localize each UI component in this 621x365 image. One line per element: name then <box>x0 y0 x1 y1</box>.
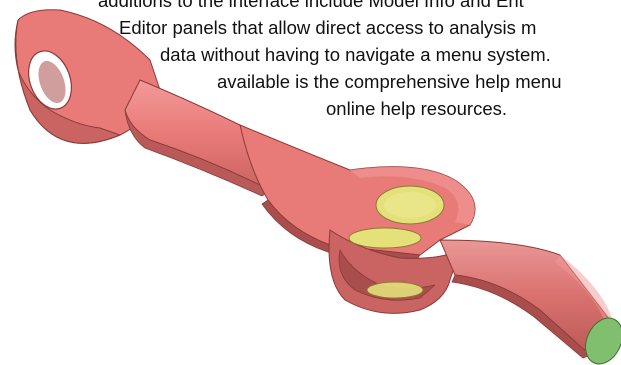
rod-end-face <box>585 317 621 365</box>
caption-line-5: online help resources. <box>326 98 507 119</box>
right-rod <box>439 239 612 359</box>
caption-line-3: data without having to navigate a menu s… <box>160 44 551 65</box>
caption-line-1: additions to the interface include Model… <box>98 0 524 11</box>
caption-line-2: Editor panels that allow direct access t… <box>119 17 537 38</box>
caption-line-4: available is the comprehensive help menu <box>217 71 562 92</box>
eye-end-part <box>14 9 161 144</box>
lower-lug <box>328 227 461 314</box>
clevis-block <box>239 124 476 263</box>
caption-text: additions to the interface include Model… <box>0 0 621 140</box>
